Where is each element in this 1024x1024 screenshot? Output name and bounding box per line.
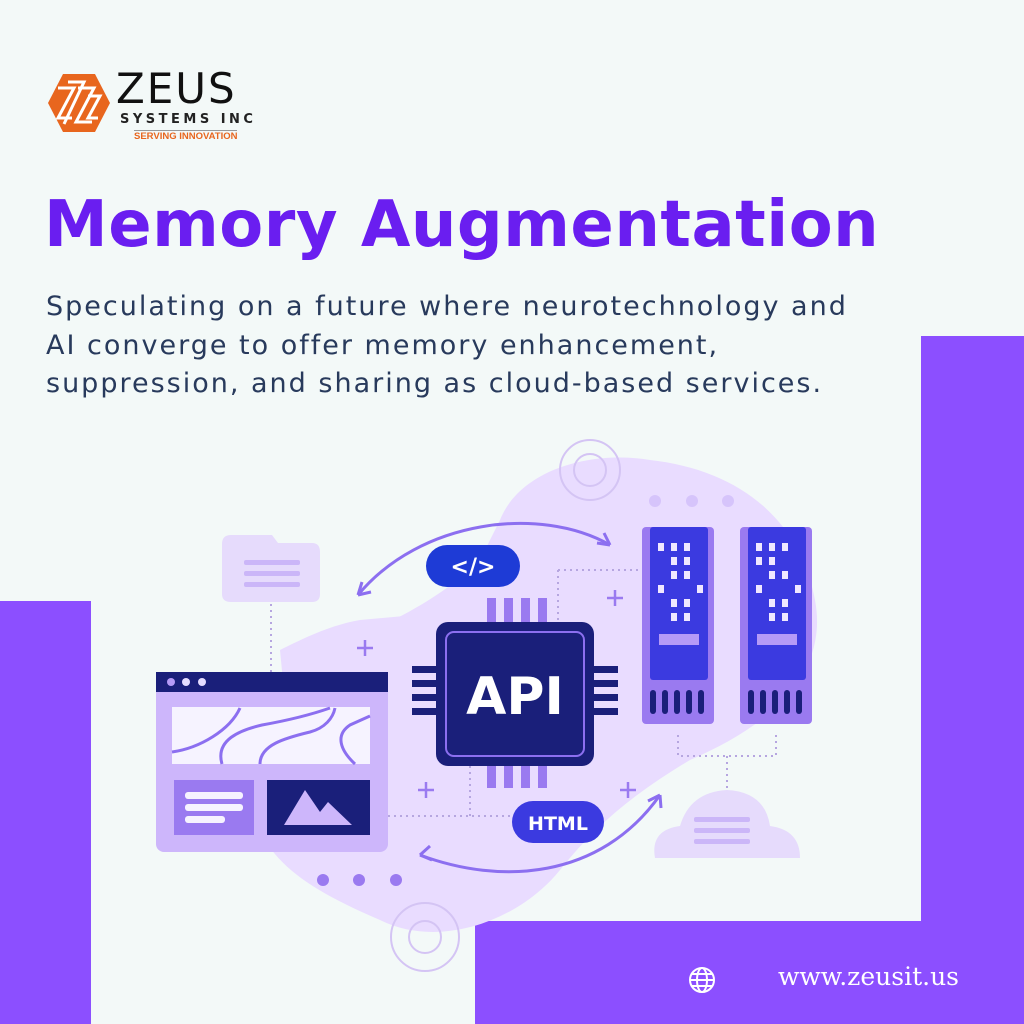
sync-arrow-icon bbox=[356, 522, 611, 596]
company-logo[interactable]: ZEUS SYSTEMS INC SERVING INNOVATION bbox=[46, 64, 253, 142]
folder-icon bbox=[222, 535, 320, 602]
accent-block-right bbox=[921, 336, 1024, 1024]
gear-icon bbox=[559, 439, 621, 501]
page-title: Memory Augmentation bbox=[44, 188, 880, 262]
cloud-icon bbox=[654, 790, 800, 858]
logo-subtitle: SYSTEMS INC bbox=[120, 112, 257, 127]
code-badge: </> bbox=[426, 545, 520, 587]
page-description: Speculating on a future where neurotechn… bbox=[46, 291, 848, 399]
dots-decoration bbox=[649, 495, 734, 507]
accent-block-bottom bbox=[475, 921, 1024, 1024]
dots-decoration bbox=[317, 874, 402, 886]
zeus-hexagon-logo-icon bbox=[48, 74, 110, 132]
server-rack-icon bbox=[642, 527, 714, 724]
api-chip-icon: API bbox=[412, 598, 618, 788]
globe-icon bbox=[689, 967, 715, 993]
sync-arrow-icon bbox=[419, 794, 662, 874]
browser-window-icon bbox=[156, 672, 388, 852]
html-badge: HTML bbox=[512, 801, 604, 843]
svg-text:API: API bbox=[466, 667, 564, 727]
logo-tagline: SERVING INNOVATION bbox=[134, 130, 238, 142]
svg-text:HTML: HTML bbox=[528, 813, 588, 835]
svg-text:</>: </> bbox=[451, 555, 496, 580]
gear-icon bbox=[390, 902, 460, 972]
server-rack-icon bbox=[740, 527, 812, 724]
plus-decoration bbox=[357, 590, 636, 798]
logo-wordmark: ZEUS bbox=[116, 64, 237, 113]
accent-block-left bbox=[0, 601, 91, 1024]
website-link[interactable]: www.zeusit.us bbox=[778, 962, 959, 991]
